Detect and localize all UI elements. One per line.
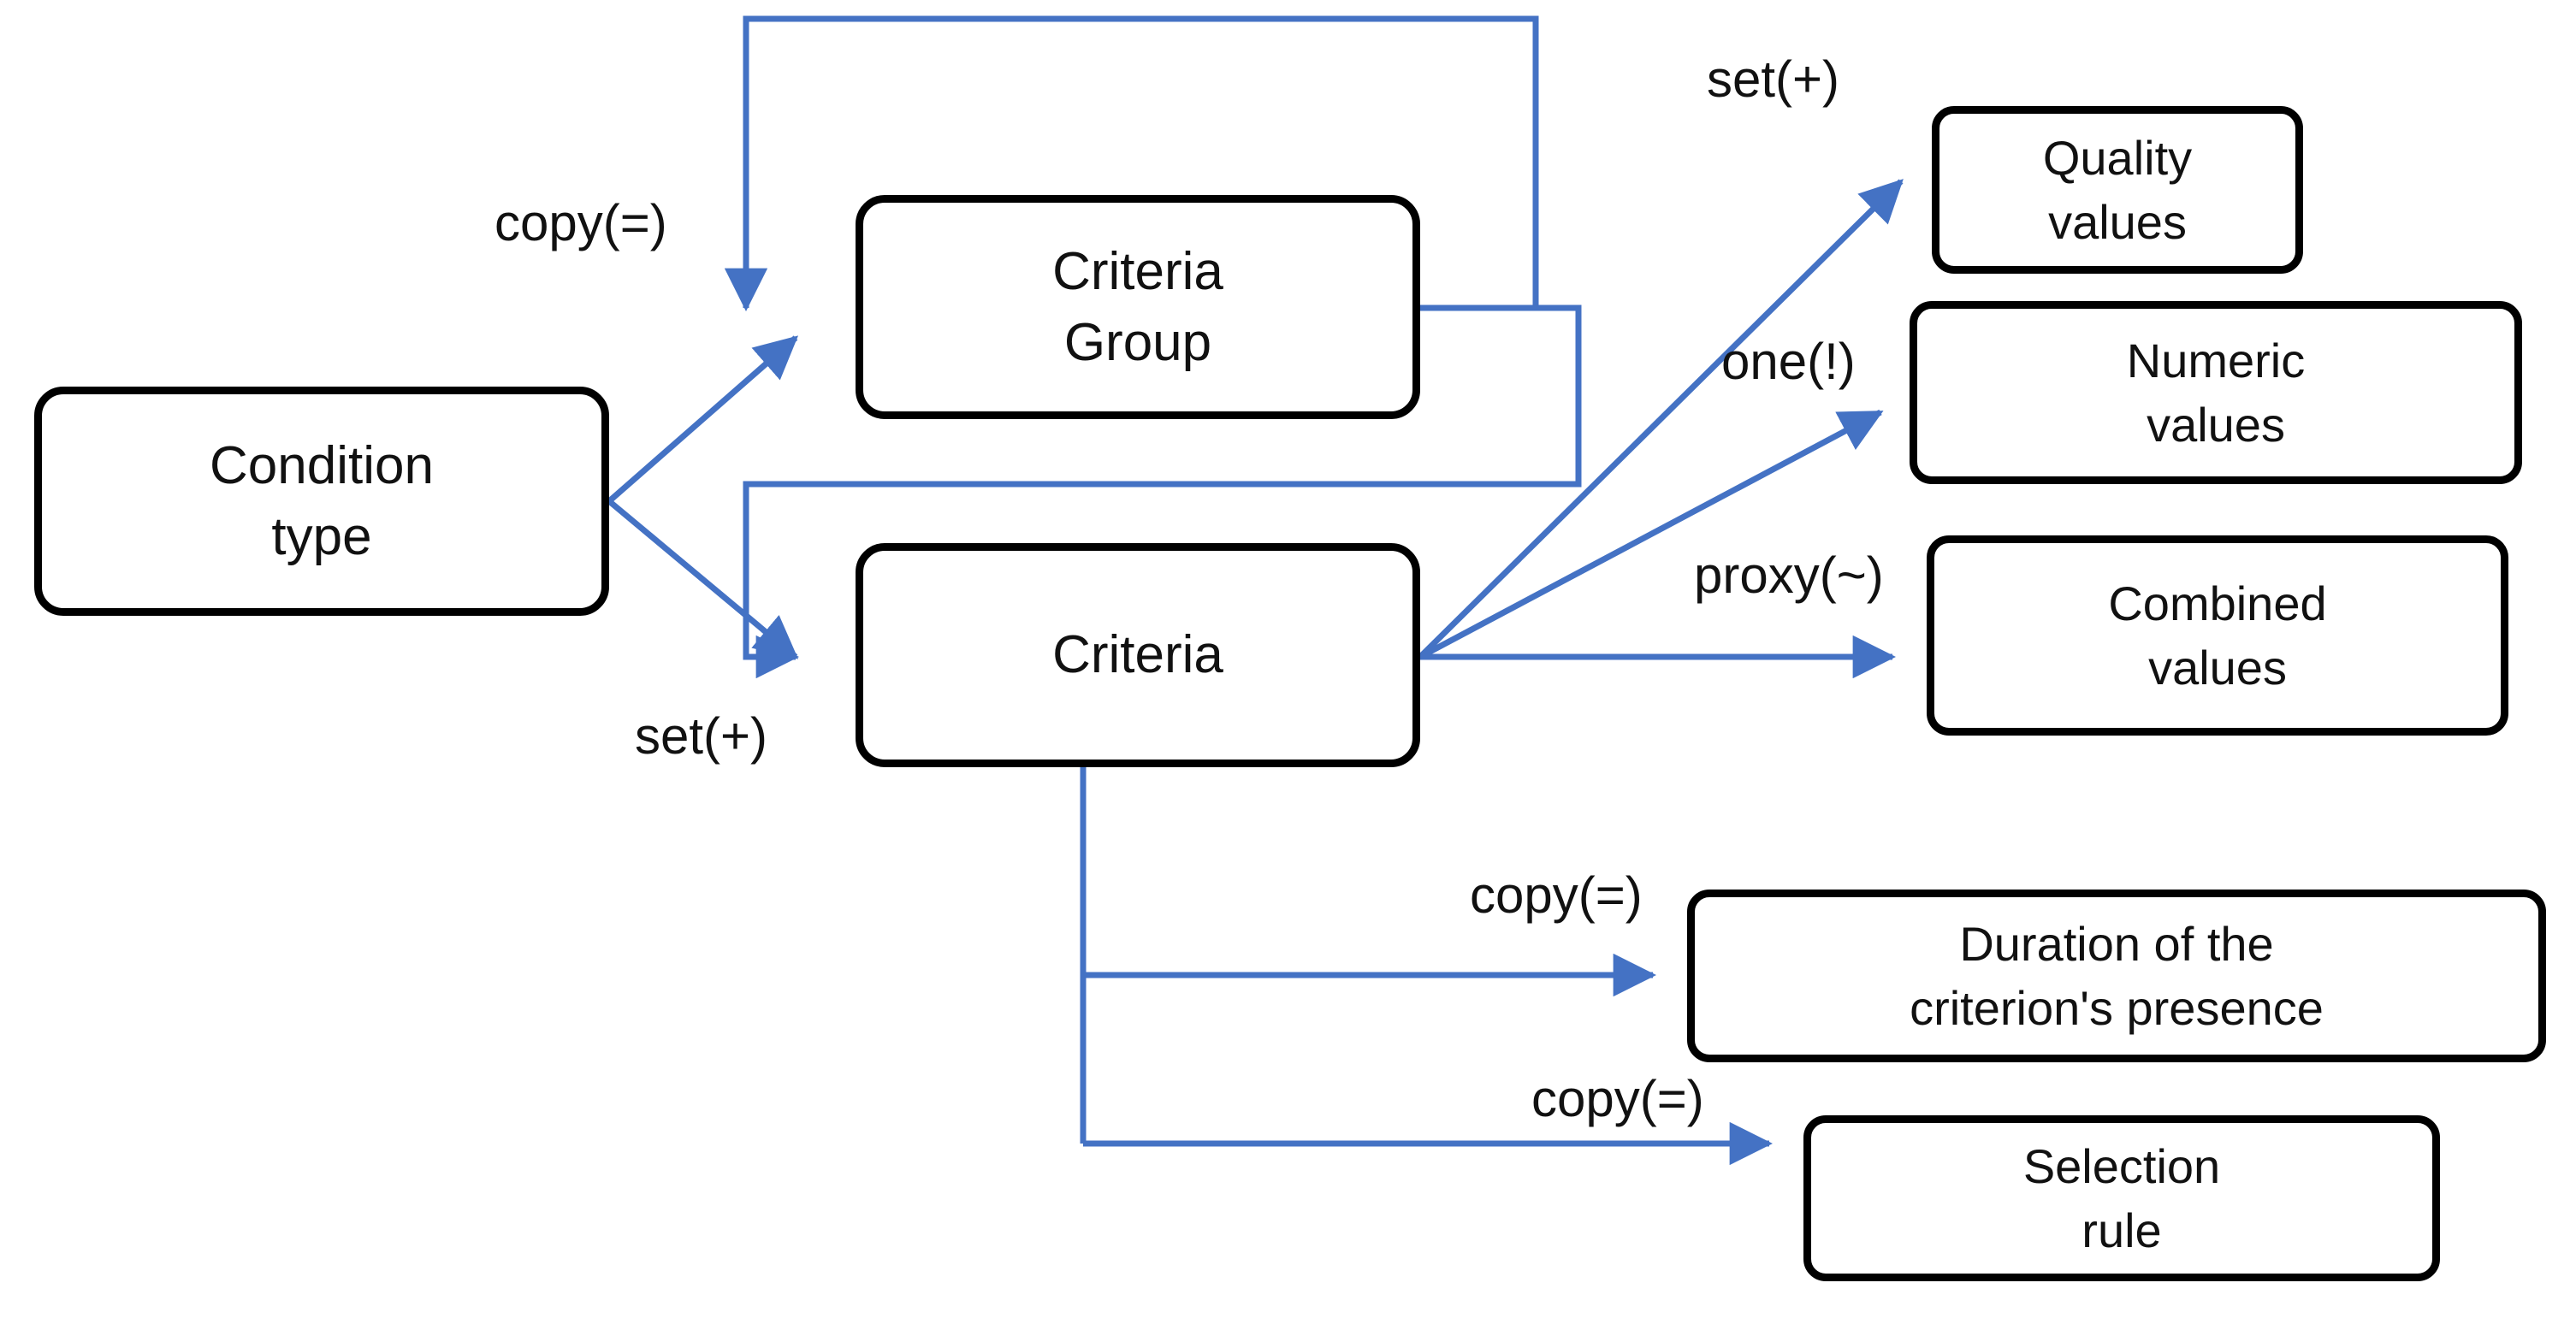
edge-condition-to-criteria xyxy=(607,499,799,659)
edge-criteria-to-numeric xyxy=(1418,409,1884,660)
edge-label-copy-duration: copy(=) xyxy=(1470,866,1643,924)
edge-condition-to-criteria-group xyxy=(607,335,799,504)
edge-label-copy-selection: copy(=) xyxy=(1531,1070,1704,1127)
edge-label-proxy-combined: proxy(~) xyxy=(1694,547,1884,604)
edge-label-copy-top: copy(=) xyxy=(494,194,667,251)
edge-label-set-quality: set(+) xyxy=(1707,50,1840,108)
node-criteria-label: Criteria xyxy=(1052,625,1223,685)
edge-label-set-criteria: set(+) xyxy=(635,707,768,765)
node-criteria[interactable]: Criteria xyxy=(856,543,1420,767)
edge-label-one-numeric: one(!) xyxy=(1721,333,1856,390)
